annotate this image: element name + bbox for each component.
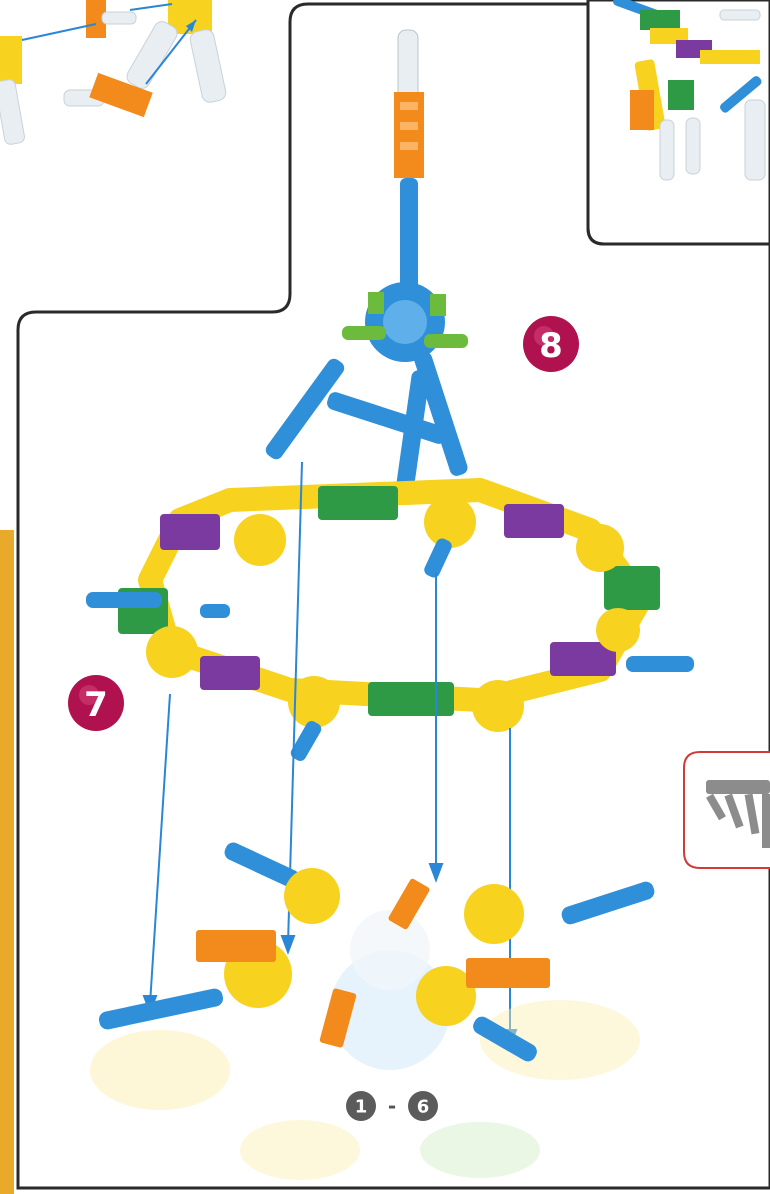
step7-number: 7 — [84, 685, 108, 725]
step7-badge: 7 — [68, 675, 124, 731]
orange-edge-strip — [0, 530, 14, 1194]
step8-badge: 8 — [523, 316, 579, 372]
range-dash: - — [388, 1094, 396, 1118]
gray-connector-callout — [684, 752, 770, 868]
steps-range-badges: 1 - 6 — [346, 1091, 438, 1121]
range-end-number: 6 — [417, 1097, 430, 1118]
previous-step-fragment-top-left — [0, 0, 290, 310]
range-start-number: 1 — [355, 1097, 368, 1118]
step8-number: 8 — [539, 326, 563, 366]
previous-step-panel-top-right — [588, 0, 770, 244]
